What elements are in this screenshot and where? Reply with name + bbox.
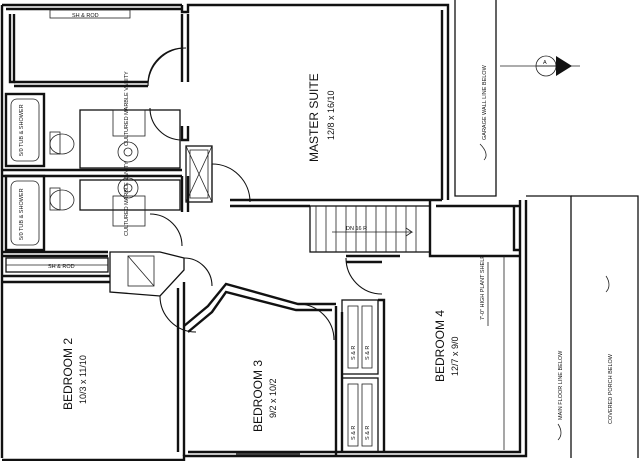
- bedroom-4-dims: 12/7 x 9/0: [450, 336, 460, 376]
- bathrooms: 5/0 TUB & SHOWER CULTURED MARBLE VANITY …: [2, 71, 190, 258]
- bedroom-4: BEDROOM 4 12/7 x 9/0 7'-0" HIGH PLANT SH…: [433, 255, 505, 450]
- vanity-label-2: CULTURED MARBLE VANITY: [124, 161, 130, 236]
- bedroom-2-name: BEDROOM 2: [61, 338, 75, 410]
- bedroom-3: BEDROOM 3 9/2 x 10/2: [183, 282, 344, 456]
- master-suite-name: MASTER SUITE: [307, 73, 321, 162]
- closet-label-3: S & R: [351, 426, 357, 440]
- bedroom-3-dims: 9/2 x 10/2: [268, 378, 278, 418]
- covered-porch-note: COVERED PORCH BELOW: [608, 353, 614, 424]
- closet-label-4: S & R: [365, 426, 371, 440]
- tub-shower-label-1: 5/0 TUB & SHOWER: [19, 104, 25, 156]
- closets: S & R S & R S & R S & R: [341, 298, 386, 453]
- notes: GARAGE WALL LINE BELOW MAIN FLOOR LINE B…: [479, 55, 614, 441]
- closet-top-strip-label: SH & ROD: [72, 13, 99, 19]
- master-suite: MASTER SUITE 12/8 x 16/10: [8, 14, 442, 208]
- vanity-label-1: CULTURED MARBLE VANITY: [124, 71, 130, 146]
- closet-label-1: S & R: [351, 346, 357, 360]
- garage-wall-note: GARAGE WALL LINE BELOW: [482, 64, 488, 140]
- bedroom-3-name: BEDROOM 3: [251, 360, 265, 432]
- master-suite-dims: 12/8 x 16/10: [326, 90, 336, 140]
- stair-label: DN 16 R: [346, 226, 367, 232]
- closet-label-2: S & R: [365, 346, 371, 360]
- hall: SH & ROD DN 16 R: [2, 200, 520, 333]
- section-marker-label: A: [543, 60, 547, 66]
- bedroom-2: BEDROOM 2 10/3 x 11/10: [61, 282, 186, 456]
- closet-label-top: SH & ROD: [48, 264, 75, 270]
- bedroom-4-name: BEDROOM 4: [433, 310, 447, 382]
- bedroom-2-dims: 10/3 x 11/10: [78, 355, 88, 404]
- tub-shower-label-2: 5/0 TUB & SHOWER: [19, 188, 25, 240]
- closet-top-strip: SH & ROD: [49, 9, 131, 19]
- plant-shelf-label: 7'-0" HIGH PLANT SHELF: [480, 255, 486, 320]
- main-floor-note: MAIN FLOOR LINE BELOW: [558, 350, 564, 420]
